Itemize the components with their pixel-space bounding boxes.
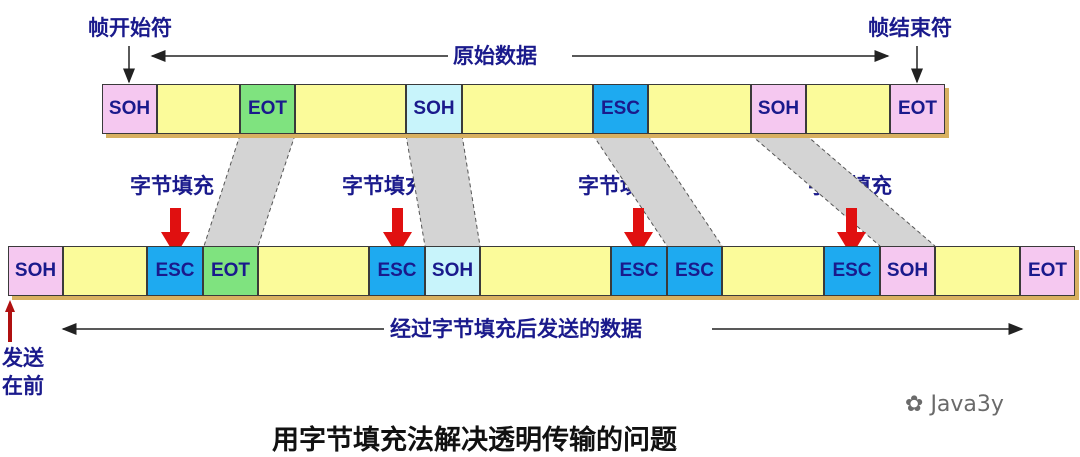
- top-frame-cell-data: [157, 84, 240, 134]
- stuffing-arrow-4: [837, 208, 866, 256]
- stuffing-label-1: 字节填充: [130, 174, 214, 198]
- top-frame-cell-data: [806, 84, 890, 134]
- top-frame-cell-soh: SOH: [751, 84, 806, 134]
- top-frame-cell-esc: ESC: [593, 84, 648, 134]
- bottom-frame-cell-data: [480, 246, 611, 296]
- bottom-frame-cell-soh: SOH: [880, 246, 935, 296]
- top-frame-cell-soh: SOH: [102, 84, 157, 134]
- funnel-eot: [204, 135, 295, 246]
- bottom-frame-cell-data: [722, 246, 824, 296]
- stuffing-label-2: 字节填充: [342, 174, 426, 198]
- bottom-frame-cell-eot: EOT: [203, 246, 258, 296]
- funnel-esc: [593, 135, 722, 246]
- stuffing-arrows: [161, 208, 866, 256]
- watermark-text: Java3y: [930, 392, 1004, 417]
- bottom-frame-cell-eot: EOT: [1020, 246, 1075, 296]
- top-frame-cell-eot: EOT: [240, 84, 295, 134]
- original-data-label: 原始数据: [453, 44, 537, 68]
- bottom-frame-cell-esc: ESC: [147, 246, 203, 296]
- frame-end-label: 帧结束符: [868, 16, 952, 40]
- top-frame-cell-data: [648, 84, 751, 134]
- bottom-frame-cell-data: [63, 246, 147, 296]
- top-frame-cell-eot: EOT: [890, 84, 945, 134]
- bottom-frame-cell-esc: ESC: [667, 246, 722, 296]
- stuffing-arrow-2: [383, 208, 412, 256]
- bottom-frame-cell-esc: ESC: [369, 246, 425, 296]
- bottom-frame-cell-soh: SOH: [425, 246, 480, 296]
- frame-start-label: 帧开始符: [88, 16, 172, 40]
- top-frame-cell-data: [462, 84, 593, 134]
- send-first-label-line2: 在前: [2, 374, 44, 398]
- bottom-frame-cell-data: [258, 246, 369, 296]
- top-frame-cell-soh: SOH: [406, 84, 462, 134]
- wechat-icon: ✿: [905, 392, 924, 417]
- stuffing-arrow-3: [624, 208, 653, 256]
- bottom-frame-cell-esc: ESC: [611, 246, 667, 296]
- send-first-arrow: [5, 300, 15, 342]
- stuffing-arrow-1: [161, 208, 190, 256]
- watermark: ✿ Java3y: [905, 392, 1004, 417]
- bottom-frame-cell-esc: ESC: [824, 246, 880, 296]
- stuffed-data-label: 经过字节填充后发送的数据: [390, 317, 642, 341]
- bottom-frame-cell-data: [935, 246, 1020, 296]
- top-frame-cell-data: [295, 84, 406, 134]
- funnel-soh: [406, 135, 480, 246]
- figure-caption: 用字节填充法解决透明传输的问题: [272, 425, 677, 456]
- send-first-label-line1: 发送: [2, 346, 44, 370]
- bottom-frame-cell-soh: SOH: [8, 246, 63, 296]
- funnel-soh-2: [751, 135, 935, 246]
